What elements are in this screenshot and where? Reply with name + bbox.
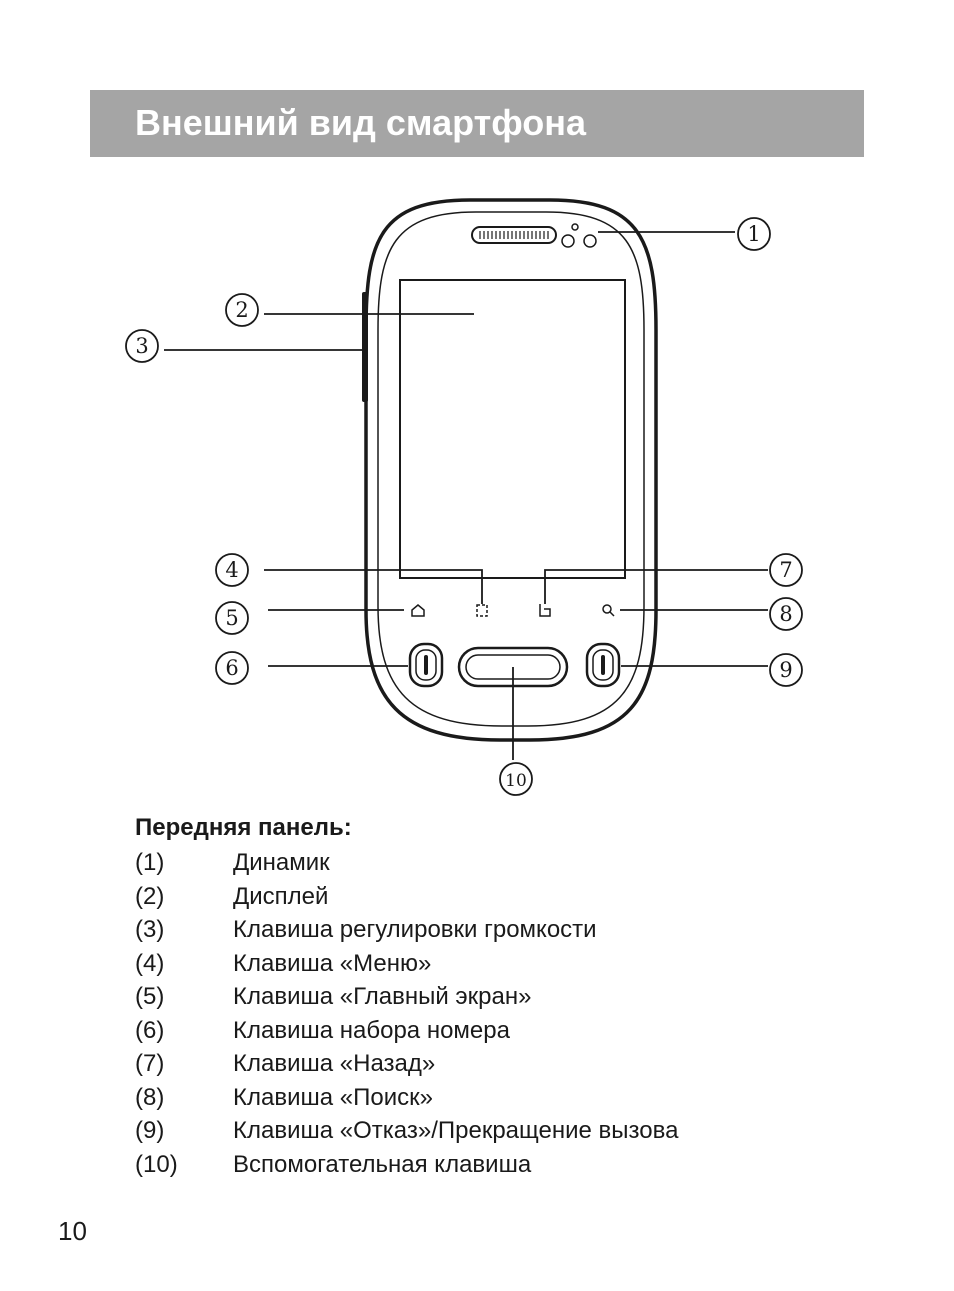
callout-circle-5 — [215, 601, 249, 635]
phone-body-outline — [364, 198, 658, 742]
legend-item-number: (10) — [135, 1150, 178, 1178]
sensor-left — [561, 234, 575, 248]
callout-circle-8 — [769, 597, 803, 631]
callout-circle-7 — [769, 553, 803, 587]
callout-circle-6 — [215, 651, 249, 685]
callout-circle-1 — [737, 217, 771, 251]
legend-item: (8) Клавиша «Поиск» — [135, 1081, 855, 1115]
callout-label-1: 1 — [747, 222, 760, 246]
callout-circle-10 — [499, 762, 533, 796]
sensor-dot — [571, 223, 579, 231]
legend-item-number: (2) — [135, 882, 165, 910]
callout-label-3: 3 — [135, 334, 148, 358]
end-key-shape — [585, 642, 621, 688]
back-key-icon — [539, 604, 551, 617]
legend-item: (7) Клавиша «Назад» — [135, 1047, 855, 1081]
section-title: Внешний вид смартфона — [135, 102, 587, 143]
legend-item-label: Вспомогательная клавиша — [233, 1150, 532, 1178]
callout-circle-3 — [125, 329, 159, 363]
callout-label-2: 2 — [235, 298, 248, 322]
legend: Передняя панель: (1) Динамик (2) Дисплей… — [135, 810, 855, 1181]
callout-circle-4 — [215, 553, 249, 587]
legend-item: (4) Клавиша «Меню» — [135, 947, 855, 981]
callout-label-9: 9 — [779, 658, 792, 682]
legend-title: Передняя панель: — [135, 814, 352, 841]
legend-item-label: Динамик — [233, 849, 330, 876]
legend-item-label: Клавиша «Меню» — [233, 949, 432, 977]
legend-item-label: Дисплей — [233, 882, 329, 910]
callout-label-8: 8 — [779, 602, 792, 626]
callout-circle-9 — [769, 653, 803, 687]
legend-item: (6) Клавиша набора номера — [135, 1014, 855, 1048]
legend-item-number: (8) — [135, 1083, 165, 1111]
display-shape — [399, 279, 626, 579]
legend-item: (9) Клавиша «Отказ»/Прекращение вызова — [135, 1114, 855, 1148]
call-key-shape — [408, 642, 444, 688]
legend-item: (1) Динамик — [135, 846, 855, 880]
legend-item-number: (4) — [135, 949, 165, 977]
callout-label-6: 6 — [225, 656, 238, 680]
legend-item-number: (9) — [135, 1117, 165, 1144]
legend-item-number: (6) — [135, 1016, 165, 1044]
callout-label-5: 5 — [225, 606, 238, 630]
search-key-icon — [602, 604, 615, 617]
legend-item-label: Клавиша «Отказ»/Прекращение вызова — [233, 1117, 679, 1144]
legend-item-label: Клавиша «Поиск» — [233, 1083, 433, 1111]
callout-circle-2 — [225, 293, 259, 327]
legend-item-label: Клавиша набора номера — [233, 1016, 510, 1044]
speaker-grille — [471, 226, 557, 244]
callout-label-7: 7 — [779, 558, 792, 582]
callout-lines — [164, 231, 768, 760]
legend-item-number: (7) — [135, 1050, 165, 1077]
legend-item-label: Клавиша регулировки громкости — [233, 916, 597, 943]
home-key-icon — [411, 604, 425, 617]
phone-inner-rim — [377, 211, 645, 727]
section-header-bar: Внешний вид смартфона — [90, 90, 864, 157]
page-number: 10 — [58, 1216, 87, 1246]
callout-label-4: 4 — [225, 558, 238, 582]
legend-item: (2) Дисплей — [135, 880, 855, 914]
legend-item: (5) Клавиша «Главный экран» — [135, 980, 855, 1014]
legend-item: (10) Вспомогательная клавиша — [135, 1148, 855, 1182]
volume-key-shape — [362, 292, 368, 402]
legend-item-label: Клавиша «Назад» — [233, 1050, 436, 1077]
legend-item-number: (3) — [135, 916, 165, 943]
menu-key-icon — [476, 604, 488, 617]
legend-item-number: (5) — [135, 983, 165, 1010]
speaker-slots — [479, 231, 549, 239]
legend-item-label: Клавиша «Главный экран» — [233, 983, 532, 1010]
legend-item: (3) Клавиша регулировки громкости — [135, 913, 855, 947]
sensor-right — [583, 234, 597, 248]
legend-item-number: (1) — [135, 849, 165, 876]
callout-label-10: 10 — [505, 771, 527, 791]
